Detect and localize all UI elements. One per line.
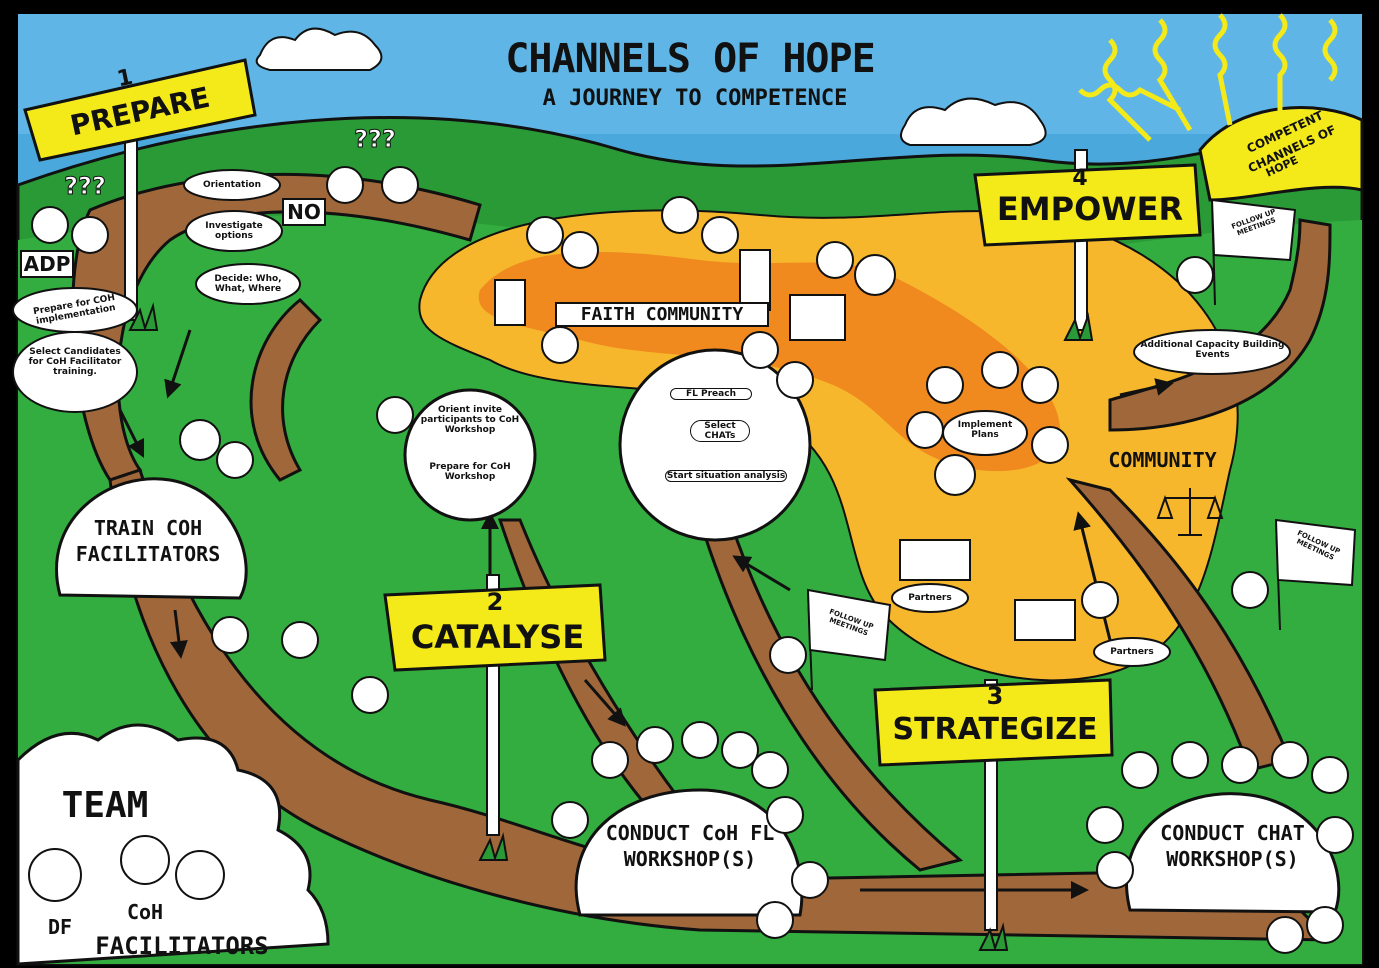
team-df: DF (47, 915, 73, 939)
catalyse-prepare-text: Prepare for CoH Workshop (429, 462, 511, 482)
catalyse-orient-text: Orient invite participants to CoH Worksh… (420, 405, 520, 435)
sun-icon (1078, 13, 1364, 202)
people (28, 166, 1354, 954)
team-cloud (16, 723, 330, 966)
sign-number-strategize: 3 (986, 682, 1004, 710)
team-facilitators: FACILITATORS (95, 932, 269, 960)
faith-fl-preach: FL Preach (670, 388, 752, 400)
partners-1: Partners (908, 593, 952, 603)
step-decide: Decide: Who, What, Where (214, 274, 282, 294)
process-bubbles (403, 348, 812, 542)
station-conduct-chat: CONDUCT CHAT WORKSHOP(S) (1160, 821, 1305, 871)
sign-number-empower: 4 (1072, 166, 1088, 191)
clouds (255, 27, 1047, 146)
stations (55, 477, 1341, 917)
step-investigate: Investigate options (205, 221, 263, 241)
additional-capacity: Additional Capacity Building Events (1140, 340, 1285, 360)
grass (128, 302, 1094, 952)
team-title: TEAM (61, 785, 149, 826)
step-orientation: Orientation (202, 180, 262, 190)
implement-plans: Implement Plans (957, 420, 1013, 440)
sign-empower: EMPOWER (996, 190, 1184, 228)
faith-community-label: FAITH COMMUNITY (555, 302, 769, 327)
follow-up-flags (806, 198, 1357, 691)
sign-catalyse: CATALYSE (410, 618, 585, 656)
page-title: CHANNELS OF HOPE (505, 36, 875, 82)
community-label: COMMUNITY (1108, 448, 1217, 472)
sign-number-catalyse: 2 (486, 588, 504, 616)
adp-label: ADP (20, 250, 74, 278)
sign-strategize: STRATEGIZE (892, 712, 1098, 747)
flow-arrows (118, 329, 1174, 899)
team-coh: CoH (126, 900, 164, 924)
page-subtitle: A JOURNEY TO COMPETENCE (542, 86, 848, 111)
faith-select-chats: Select CHATs (690, 420, 750, 442)
justice-scales-icon (1156, 488, 1224, 536)
no-label: NO (282, 198, 326, 226)
station-train-facilitators: TRAIN COH FACILITATORS (75, 516, 221, 566)
buildings (494, 249, 1076, 641)
question-marks-left: ??? (64, 172, 107, 201)
question-marks-right: ??? (354, 125, 397, 154)
station-conduct-fl: CONDUCT CoH FL WORKSHOP(S) (605, 821, 775, 871)
step-select-candidates: Select Candidates for CoH Facilitator tr… (28, 347, 122, 377)
sign-boards (23, 58, 1202, 767)
step-ovals (12, 169, 1291, 667)
partners-2: Partners (1110, 647, 1154, 657)
faith-situation-analysis: Start situation analysis (665, 470, 787, 482)
